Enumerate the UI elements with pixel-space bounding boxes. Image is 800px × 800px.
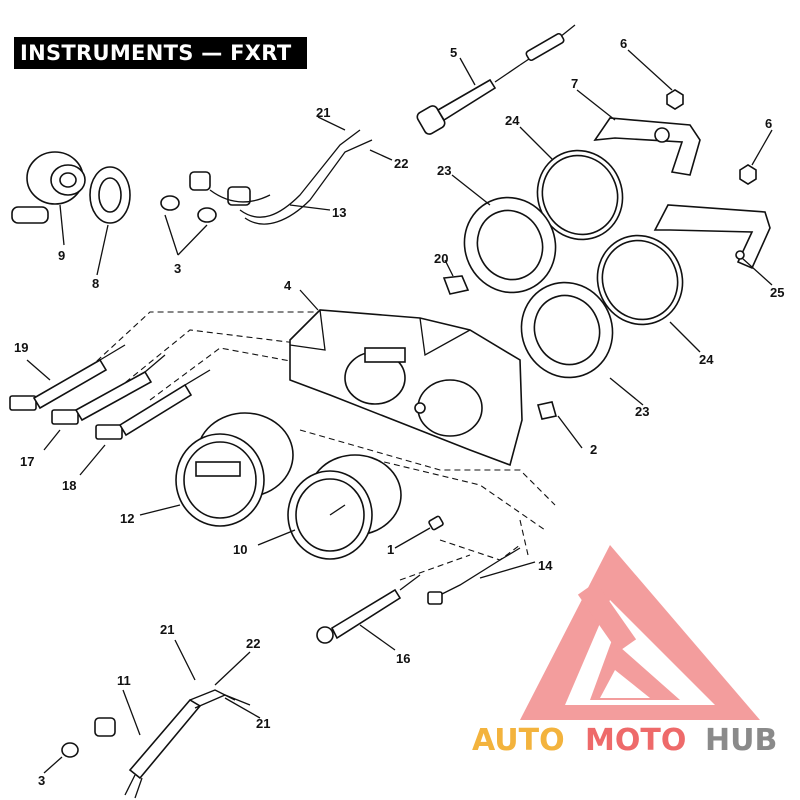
callout-3-bottom: 3 <box>38 773 45 788</box>
part-1-fitting <box>428 515 444 531</box>
part-13-harness <box>209 129 373 225</box>
callout-11: 11 <box>117 673 131 688</box>
callout-7: 7 <box>571 76 578 91</box>
part-14-cable <box>427 547 521 605</box>
part-20-clip <box>442 275 470 295</box>
callout-1: 1 <box>387 542 394 557</box>
watermark-auto: AUTO <box>472 723 565 758</box>
part-16-cable-housing <box>316 574 421 644</box>
part-12-tachometer <box>175 412 294 527</box>
part-23-bezel-lower <box>520 281 614 379</box>
callout-24-lower: 24 <box>699 352 714 367</box>
callout-6-upper: 6 <box>620 36 627 51</box>
part-11-harness <box>61 689 251 799</box>
callout-3-top: 3 <box>174 261 181 276</box>
callout-2: 2 <box>590 442 597 457</box>
callout-21-top: 21 <box>316 105 330 120</box>
watermark-moto: MOTO <box>585 723 686 758</box>
part-23-bezel-upper <box>463 196 557 294</box>
callout-25: 25 <box>770 285 784 300</box>
part-2-clip <box>536 401 558 420</box>
callout-18: 18 <box>62 478 76 493</box>
callout-23-upper: 23 <box>437 163 451 178</box>
part-18-indicator-lamp <box>95 369 211 440</box>
callout-5: 5 <box>450 45 457 60</box>
part-19-indicator-lamp <box>9 344 126 411</box>
callout-8: 8 <box>92 276 99 291</box>
part-25-bracket <box>653 204 771 270</box>
part-4-instrument-housing <box>289 309 523 467</box>
callout-13: 13 <box>332 205 346 220</box>
callout-9: 9 <box>58 248 65 263</box>
watermark-logo <box>520 545 760 720</box>
part-24-ring-upper <box>536 149 624 241</box>
callout-12: 12 <box>120 511 134 526</box>
callout-16: 16 <box>396 651 410 666</box>
callout-21-bottom-left: 21 <box>160 622 174 637</box>
watermark-hub: HUB <box>705 723 777 758</box>
part-10-speedometer <box>287 454 402 560</box>
part-3-bulbs <box>160 171 251 223</box>
callout-4: 4 <box>284 278 292 293</box>
callout-23-lower: 23 <box>635 404 649 419</box>
callout-24-upper: 24 <box>505 113 520 128</box>
leader-lines <box>26 49 773 774</box>
callout-19: 19 <box>14 340 28 355</box>
part-17-indicator-lamp <box>51 354 166 425</box>
part-8-gasket <box>89 166 131 224</box>
page-title: INSTRUMENTS — FXRT <box>14 37 307 69</box>
callout-17: 17 <box>20 454 34 469</box>
callout-10: 10 <box>233 542 247 557</box>
part-6-nuts <box>666 89 757 185</box>
watermark-text: AUTO MOTO HUB <box>472 723 777 758</box>
callout-20: 20 <box>434 251 448 266</box>
part-9-mount-bracket <box>11 151 86 224</box>
callout-22-top: 22 <box>394 156 408 171</box>
part-5-cable <box>416 24 576 135</box>
callout-labels: 5 6 7 6 24 23 25 24 23 2 20 4 21 22 13 3… <box>14 36 784 788</box>
callout-6-lower: 6 <box>765 116 772 131</box>
callout-22-bottom: 22 <box>246 636 260 651</box>
part-7-bracket <box>593 117 701 176</box>
callout-14: 14 <box>538 558 553 573</box>
part-24-ring-lower <box>596 234 684 326</box>
callout-21-bottom-right: 21 <box>256 716 270 731</box>
